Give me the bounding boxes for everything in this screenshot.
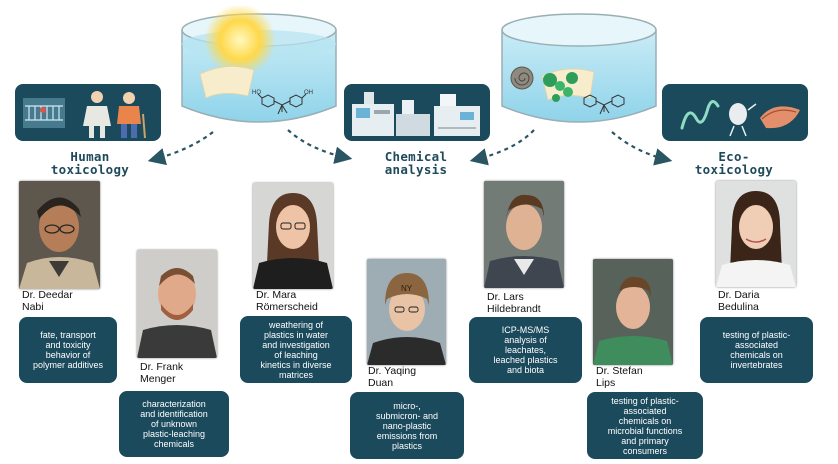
svg-text:NY: NY bbox=[401, 284, 413, 293]
portrait-photo bbox=[716, 181, 796, 287]
portrait-photo bbox=[593, 259, 673, 365]
worm-icon bbox=[680, 100, 720, 130]
research-focus-box: testing of plastic- associated chemicals… bbox=[700, 317, 813, 383]
person-name: Dr. Lars Hildebrandt bbox=[487, 291, 541, 315]
elderly-couple-icon bbox=[83, 91, 146, 139]
research-focus-box: characterization and identification of u… bbox=[119, 391, 229, 457]
amphipod-icon bbox=[729, 103, 757, 137]
beaker-weathering: HO OH bbox=[178, 6, 340, 136]
person-name: Dr. Yaqing Duan bbox=[368, 365, 417, 389]
person-name: Dr. Daria Bedulina bbox=[718, 289, 760, 313]
lab-instrument-icon bbox=[352, 92, 480, 136]
beaker-organisms bbox=[498, 6, 660, 136]
person-name: Dr. Deedar Nabi bbox=[22, 289, 73, 313]
portrait-photo bbox=[137, 250, 217, 358]
portrait-photo: NY bbox=[367, 259, 446, 365]
person-name: Dr. Mara Römerscheid bbox=[256, 289, 318, 313]
area-label-human-toxicology: Human toxicology bbox=[50, 149, 130, 177]
portrait-photo bbox=[253, 183, 333, 289]
research-focus-box: testing of plastic- associated chemicals… bbox=[587, 392, 703, 459]
portrait-photo bbox=[484, 181, 564, 288]
ecotoxicology-icon-panel bbox=[662, 84, 808, 141]
research-focus-box: micro-, submicron- and nano-plastic emis… bbox=[350, 392, 464, 459]
research-focus-box: weathering of plastics in water and inve… bbox=[240, 316, 352, 383]
person-name: Dr. Stefan Lips bbox=[596, 365, 643, 389]
arrow-to-eco-tox bbox=[611, 131, 673, 166]
area-label-ecotoxicology: Eco- toxicology bbox=[694, 149, 774, 177]
research-focus-box: fate, transport and toxicity behavior of… bbox=[19, 317, 117, 383]
svg-text:OH: OH bbox=[304, 90, 313, 96]
mussel-icon bbox=[760, 106, 800, 129]
area-label-chemical-analysis: Chemical analysis bbox=[384, 149, 448, 177]
dna-icon bbox=[23, 98, 65, 128]
human-toxicology-icon-panel bbox=[15, 84, 161, 141]
arrow-to-human-tox bbox=[147, 131, 214, 166]
research-focus-box: ICP-MS/MS analysis of leachates, leached… bbox=[469, 317, 582, 383]
person-name: Dr. Frank Menger bbox=[140, 361, 184, 385]
svg-text:HO: HO bbox=[252, 90, 261, 96]
chemical-analysis-icon-panel bbox=[344, 84, 490, 141]
portrait-photo bbox=[19, 181, 100, 289]
